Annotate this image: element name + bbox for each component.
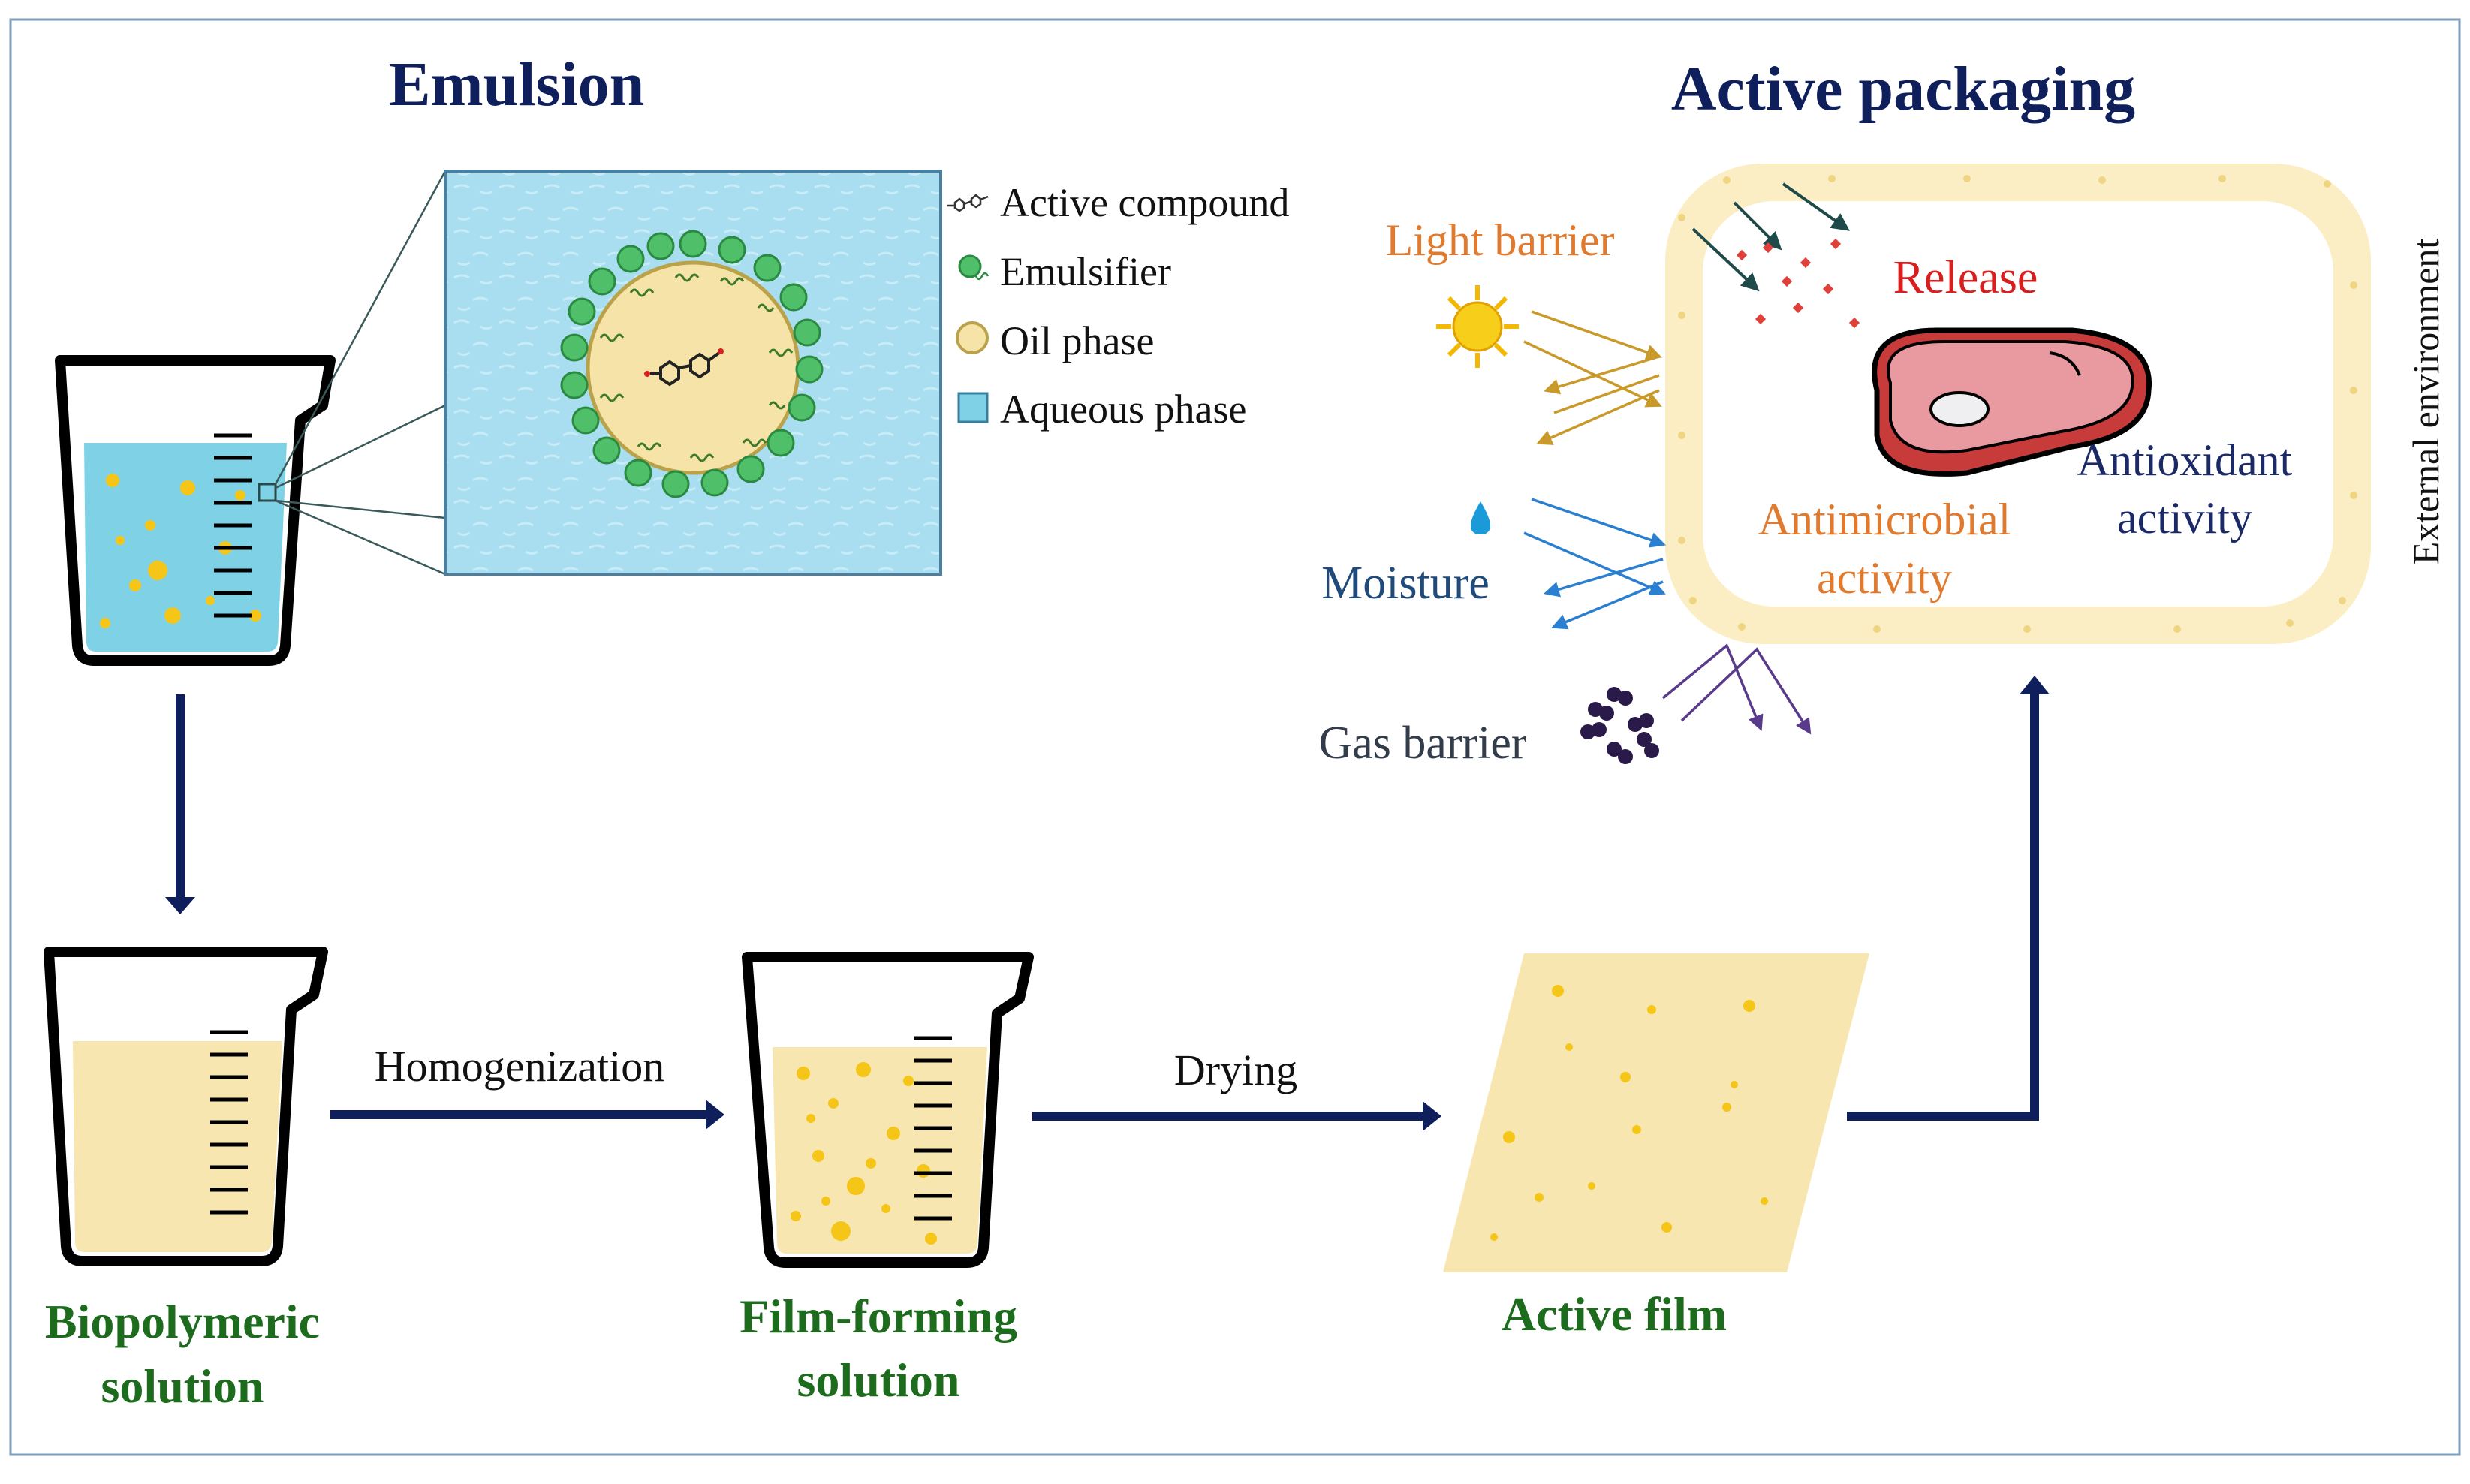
legend: Active compound Emulsifier Oil phase Aqu… — [947, 180, 1289, 432]
legend-emulsifier: Emulsifier — [1000, 249, 1171, 294]
light-arrows — [1523, 310, 1662, 445]
film-to-packaging-arrow — [1847, 676, 2050, 1121]
legend-active-compound: Active compound — [1000, 180, 1289, 225]
active-film-label: Active film — [1502, 1287, 1727, 1341]
external-environment-label: External environment — [2405, 239, 2447, 565]
film-forming-label-line2: solution — [797, 1353, 960, 1407]
legend-aqueous-phase-icon — [957, 392, 989, 423]
film-forming-label-line1: Film-forming — [739, 1290, 1017, 1343]
homogenization-label: Homogenization — [375, 1042, 665, 1091]
emulsion-beaker — [55, 355, 336, 666]
legend-oil-phase: Oil phase — [1000, 318, 1154, 363]
oil-droplet — [586, 260, 800, 475]
active-compound-molecule — [644, 348, 724, 387]
meat-icon — [1872, 327, 2152, 477]
release-label: Release — [1893, 252, 2038, 303]
emulsion-droplets — [100, 474, 261, 628]
active-film — [1443, 953, 1869, 1272]
antioxidant-label-line2: activity — [2117, 493, 2252, 543]
antimicrobial-label-line1: Antimicrobial — [1758, 495, 2011, 544]
emulsion-zoom-panel — [444, 170, 942, 576]
gas-barrier-label: Gas barrier — [1318, 718, 1526, 769]
packaging-film — [1665, 164, 2371, 644]
zoom-lines — [274, 170, 447, 576]
active-packaging-title: Active packaging — [1671, 54, 2135, 124]
biopolymeric-beaker — [44, 947, 328, 1266]
legend-emulsifier-icon — [958, 254, 982, 278]
moisture-label: Moisture — [1321, 558, 1490, 609]
gas-arrows — [1661, 643, 1812, 735]
drying-arrow — [1032, 1101, 1441, 1131]
drying-label: Drying — [1174, 1046, 1297, 1094]
water-drop-icon — [1471, 501, 1490, 534]
antioxidant-label-line1: Antioxidant — [2077, 435, 2293, 485]
film-forming-beaker — [742, 952, 1034, 1268]
outer-frame — [9, 18, 2461, 1456]
biopolymeric-label-line1: Biopolymeric — [45, 1295, 320, 1348]
emulsion-title: Emulsion — [389, 50, 645, 119]
legend-oil-phase-icon — [956, 321, 989, 354]
down-arrow — [165, 694, 195, 914]
biopolymeric-label-line2: solution — [101, 1359, 264, 1413]
release-arrows — [1691, 182, 1850, 292]
homogenization-arrow — [330, 1100, 724, 1130]
moisture-arrows — [1523, 498, 1666, 630]
gas-molecules-icon — [1580, 687, 1659, 764]
sun-icon — [1436, 285, 1519, 368]
legend-active-compound-icon — [947, 194, 989, 212]
legend-aqueous-phase: Aqueous phase — [1000, 387, 1246, 432]
antimicrobial-label-line2: activity — [1817, 553, 1952, 603]
light-barrier-label: Light barrier — [1386, 215, 1615, 265]
emulsifier-spheres — [560, 230, 824, 498]
